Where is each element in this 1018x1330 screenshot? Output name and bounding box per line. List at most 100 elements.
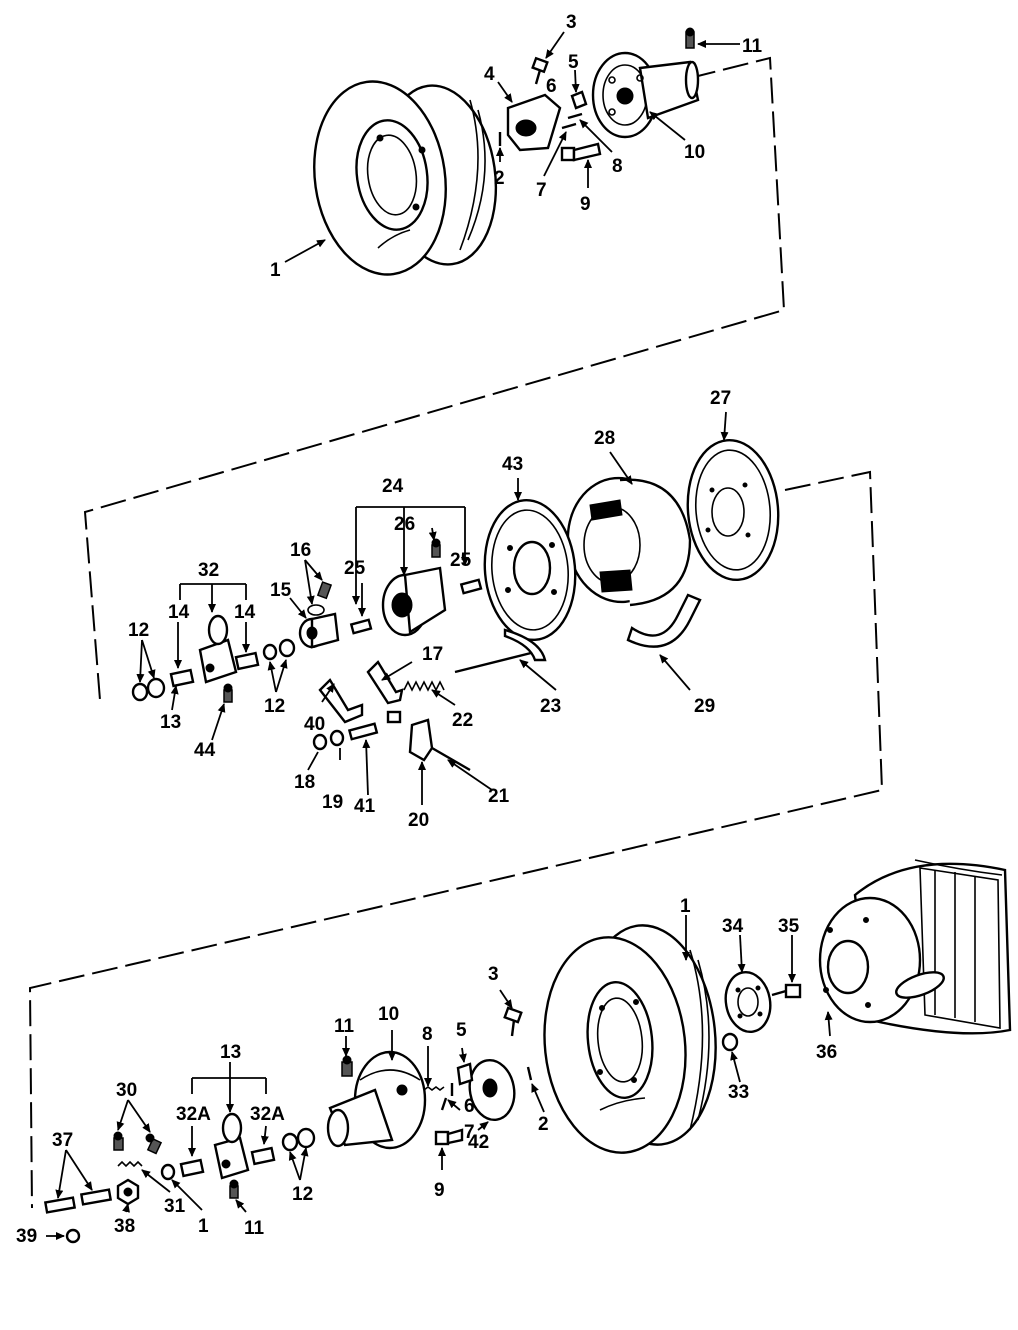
nut-38 [116,1178,140,1206]
label-11-bottom-lower: 11 [244,1218,265,1239]
fitting-44 [223,683,233,703]
drum-36 [818,859,1012,1035]
part-labels: 1 2 3 4 5 6 7 8 9 10 11 27 28 43 24 26 2… [16,12,837,1247]
label-25-left: 25 [344,558,366,579]
label-30: 30 [116,1080,137,1101]
hub-24 [381,566,447,637]
label-32a-left: 32A [176,1104,211,1125]
disc-27 [686,438,780,582]
label-41: 41 [354,796,376,817]
label-13-bottom: 13 [220,1042,241,1063]
fitting-11-lower [229,1179,239,1199]
label-11: 11 [742,36,763,57]
label-5-bottom: 5 [456,1020,467,1041]
label-13: 13 [160,712,181,733]
label-39: 39 [16,1226,37,1247]
label-5: 5 [568,52,579,73]
label-9-bottom: 9 [434,1180,445,1201]
bolt-35 [771,983,802,999]
bolt-3 [531,56,549,85]
label-44: 44 [194,740,216,761]
label-10: 10 [684,142,705,163]
bottom-assembly [43,859,1012,1244]
label-15: 15 [270,580,292,601]
label-3: 3 [566,12,577,33]
label-7-bottom: 7 [464,1122,475,1143]
hub-10-bottom [326,1050,427,1150]
label-31: 31 [164,1196,186,1217]
assembly-lines [28,56,884,1209]
label-18: 18 [294,772,315,793]
plate-42 [468,1059,516,1121]
bolt-3-bottom [503,1006,523,1037]
label-19: 19 [322,792,343,813]
rod-23 [454,628,547,674]
top-assembly [313,27,700,276]
label-12-left: 12 [128,620,149,641]
label-16: 16 [290,540,311,561]
label-21: 21 [488,786,510,807]
tire-1 [313,80,498,276]
hub-10 [591,51,700,139]
label-34: 34 [722,916,744,937]
label-37: 37 [52,1130,73,1151]
label-22: 22 [452,710,473,731]
label-4: 4 [484,64,495,85]
label-1-bottom-washer: 1 [198,1216,209,1237]
fitting-11-bottom [341,1055,353,1077]
label-11-bottom-upper: 11 [334,1016,355,1037]
label-8: 8 [612,156,623,177]
tire-1-bottom [543,924,717,1154]
label-1-bottom-tire: 1 [680,896,691,917]
label-12-mid: 12 [264,696,285,717]
label-9: 9 [580,194,591,215]
bolt-9-bottom [434,1128,464,1146]
label-38: 38 [114,1216,135,1237]
block-32 [198,614,238,684]
label-36: 36 [816,1042,837,1063]
label-7: 7 [536,180,547,201]
label-32: 32 [198,560,219,581]
label-14-left: 14 [168,602,190,623]
plate-4 [506,93,562,152]
label-10-bottom: 10 [378,1004,399,1025]
label-20: 20 [408,810,429,831]
bracket-20 [386,710,471,772]
block-13 [213,1112,250,1180]
label-2-bottom: 2 [538,1114,549,1135]
bushing-15 [298,612,340,649]
label-28: 28 [594,428,615,449]
label-17: 17 [422,644,443,665]
fitting-11-top [685,27,695,49]
label-43: 43 [502,454,523,475]
label-1: 1 [270,260,281,281]
fitting-26 [431,538,441,558]
label-23: 23 [540,696,561,717]
label-32a-right: 32A [250,1104,285,1125]
label-3-bottom: 3 [488,964,499,985]
label-12-bottom: 12 [292,1184,313,1205]
label-6-bottom: 6 [464,1096,475,1117]
label-35: 35 [778,916,800,937]
label-26: 26 [394,514,415,535]
label-27: 27 [710,388,731,409]
label-42: 42 [468,1132,489,1153]
bolt-9 [560,142,602,162]
label-40: 40 [304,714,325,735]
fitting-16 [307,581,333,616]
label-33: 33 [728,1082,749,1103]
label-25-right: 25 [450,550,472,571]
leader-lines [46,31,833,1240]
label-24: 24 [382,476,404,497]
label-2: 2 [494,168,505,189]
middle-assembly [131,438,780,772]
label-29: 29 [694,696,715,717]
plate-34 [724,971,772,1033]
label-6: 6 [546,76,557,97]
label-8-bottom: 8 [422,1024,433,1045]
label-14-right: 14 [234,602,256,623]
fittings-30 [113,1131,163,1155]
shoes-28 [566,476,692,607]
